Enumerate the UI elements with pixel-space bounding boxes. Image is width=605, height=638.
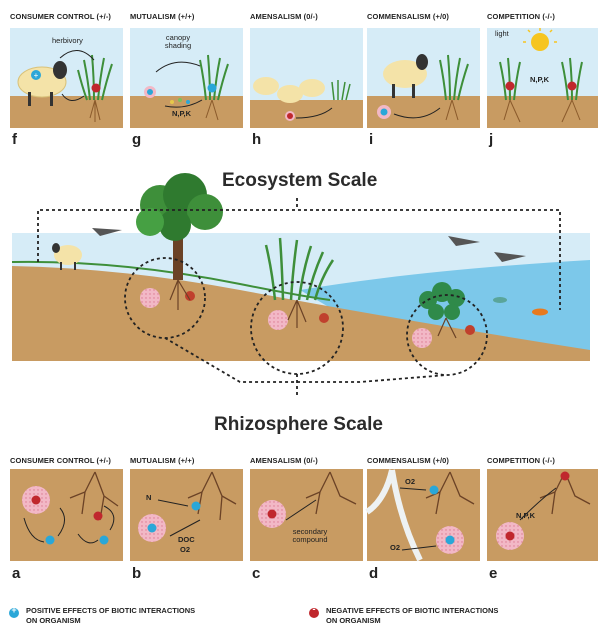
svg-text:+: + xyxy=(34,71,39,80)
panel-f-title: CONSUMER CONTROL (+/-) xyxy=(10,12,112,21)
panel-e-title: COMPETITION (-/-) xyxy=(487,456,555,465)
npk-label-j: N,P,K xyxy=(530,75,550,84)
n-label: N xyxy=(146,493,152,502)
panel-h-title: AMENSALISM (0/-) xyxy=(250,12,318,21)
panel-g-scene xyxy=(130,28,243,128)
tree-icon xyxy=(136,173,223,280)
negative-legend-text: NEGATIVE EFFECTS OF BIOTIC INTERACTIONS … xyxy=(326,606,499,625)
panel-b-title: MUTUALISM (+/+) xyxy=(130,456,195,465)
herbivory-label: herbivory xyxy=(52,36,83,45)
ecosystem-scene xyxy=(11,173,590,396)
panel-d-title: COMMENSALISM (+/0) xyxy=(367,456,450,465)
o2-label-d2: O2 xyxy=(390,543,401,552)
panel-b-letter: b xyxy=(132,565,142,582)
light-label: light xyxy=(495,29,509,38)
positive-legend-icon xyxy=(9,608,19,618)
panel-h-scene xyxy=(250,28,363,128)
panel-j-letter: j xyxy=(489,131,494,148)
panel-a-title: CONSUMER CONTROL (+/-) xyxy=(10,456,112,465)
panel-a-letter: a xyxy=(12,565,21,582)
o2-label-d1: O2 xyxy=(405,477,416,486)
secondary-compound-label: secondary compound xyxy=(292,527,328,544)
panel-j-title: COMPETITION (-/-) xyxy=(487,12,555,21)
panel-g-title: MUTUALISM (+/+) xyxy=(130,12,195,21)
panel-e-letter: e xyxy=(489,565,498,582)
canopy-shading-label: canopy shading xyxy=(164,33,192,50)
negative-legend-icon xyxy=(309,608,319,618)
panel-i-title: COMMENSALISM (+/0) xyxy=(367,12,450,21)
panel-i-scene xyxy=(367,28,480,128)
bird-icon xyxy=(92,228,526,262)
grass-icon xyxy=(264,237,335,301)
positive-legend-text: POSITIVE EFFECTS OF BIOTIC INTERACTIONS … xyxy=(26,606,196,625)
sheep-icon xyxy=(52,243,82,270)
panel-i-letter: i xyxy=(369,131,374,148)
panel-c-letter: c xyxy=(252,565,261,582)
npk-label-g: N,P,K xyxy=(172,109,192,118)
panel-g-letter: g xyxy=(132,131,142,148)
panel-d-letter: d xyxy=(369,565,379,582)
panel-f-letter: f xyxy=(12,131,17,148)
npk-label-e: N,P,K xyxy=(516,511,536,520)
o2-label-b: O2 xyxy=(180,545,191,554)
bottom-panels-scenes xyxy=(10,469,598,562)
negative-symbol: - xyxy=(312,604,316,614)
rhizosphere-scale-title: Rhizosphere Scale xyxy=(214,414,383,435)
doc-label: DOC xyxy=(178,535,195,544)
ecosystem-scale-title: Ecosystem Scale xyxy=(222,170,378,191)
panel-c-title: AMENSALISM (0/-) xyxy=(250,456,318,465)
positive-symbol: + xyxy=(11,605,17,615)
panel-f-scene: + xyxy=(10,28,123,128)
panel-j-scene xyxy=(487,28,598,128)
panel-h-letter: h xyxy=(252,131,262,148)
